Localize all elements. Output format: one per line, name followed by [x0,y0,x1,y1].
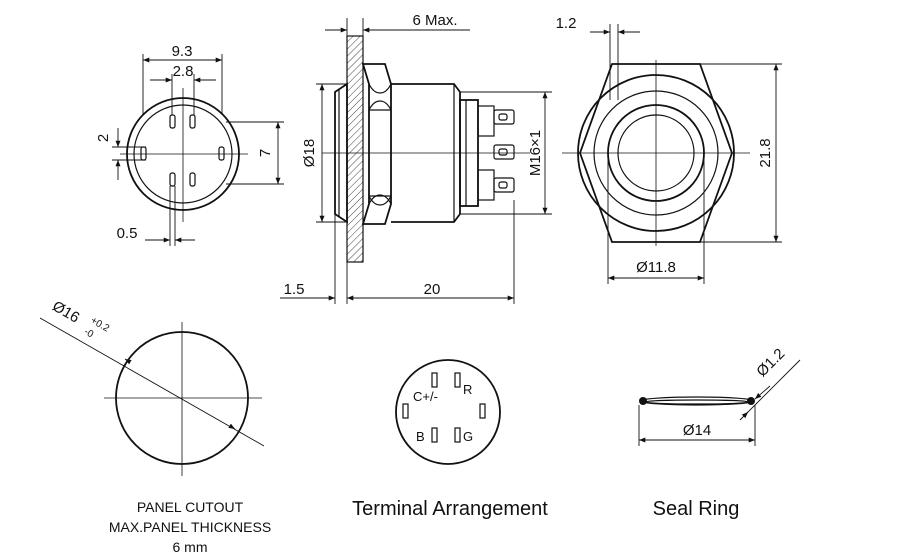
panel-cutout: Ø16 +0.2 -0 [39,298,265,476]
seal-ring: Ø14 Ø1.2 [638,345,801,446]
dim-0-5: 0.5 [117,225,138,242]
dim-20: 20 [424,281,441,298]
terminal-label-b: B [416,429,425,444]
dim-cutout-tol-lower: -0 [82,326,96,340]
dim-2: 2 [95,134,112,142]
dim-seal-14: Ø14 [683,422,711,439]
dim-21-8: 21.8 [757,138,774,167]
pin [169,114,176,129]
dim-7: 7 [257,149,274,157]
terminal-pin [431,427,438,443]
back-view: 9.3 2.8 2 7 0.5 [95,43,284,246]
terminal-label-cpm: C+/- [413,389,438,404]
terminal-label-r: R [463,382,472,397]
terminal-label-g: G [463,429,473,444]
terminal-pin [402,403,409,419]
terminal-pin [454,372,461,388]
dim-2-8: 2.8 [173,63,194,80]
side-view: 6 Max. Ø18 M16×1 1.5 20 [280,12,552,304]
panel-section [346,35,364,263]
pin [169,172,176,187]
terminal-arrangement: C+/- R B G [395,359,501,465]
dim-dia-11-8: Ø11.8 [636,259,676,276]
dim-cutout-dia-16: Ø16 [49,298,82,327]
terminal-pin [431,372,438,388]
pin [140,146,147,161]
pin [189,114,196,129]
dim-1-2: 1.2 [556,15,577,32]
terminal-pin [479,403,486,419]
pin [218,146,225,161]
caption-panel-cutout: PANEL CUTOUT [137,499,244,515]
front-view: 1.2 21.8 Ø11.8 [556,15,782,284]
caption-panel-thickness: MAX.PANEL THICKNESS [109,519,271,535]
caption-seal-ring: Seal Ring [653,498,740,520]
caption-terminal-arrangement: Terminal Arrangement [352,498,548,520]
dim-dia-18: Ø18 [301,139,318,167]
dim-6-max: 6 Max. [412,12,457,29]
dim-9-3: 9.3 [172,43,193,60]
pin [189,172,196,187]
dim-seal-1-2: Ø1.2 [753,345,788,380]
dim-1-5: 1.5 [284,281,305,298]
dim-m16x1: M16×1 [527,130,544,176]
terminal-pin [454,427,461,443]
caption-panel-thickness-value: 6 mm [173,539,208,555]
